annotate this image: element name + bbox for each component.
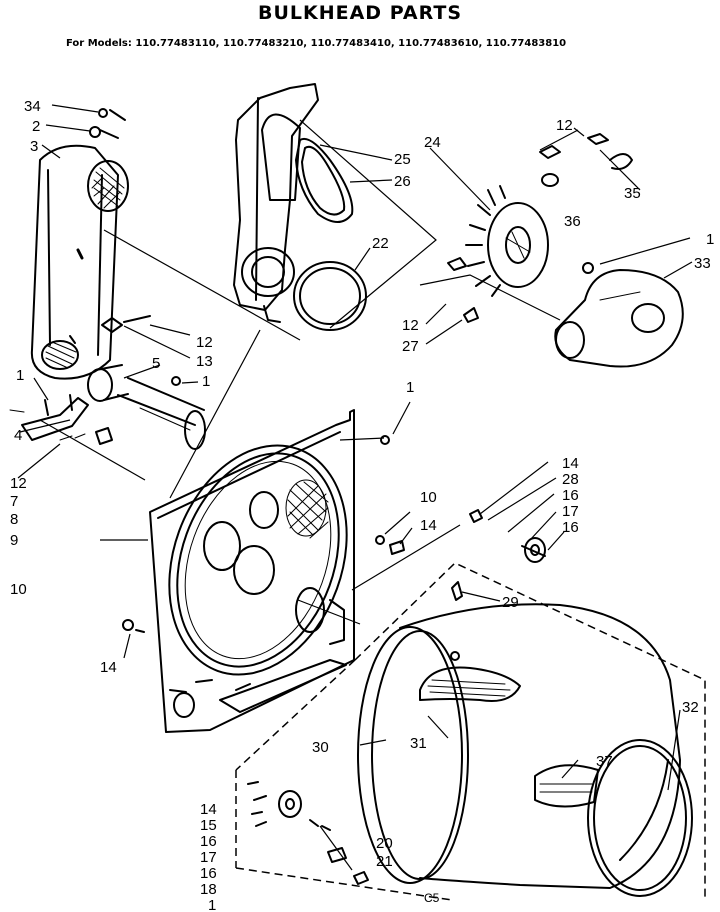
blower-hardware — [447, 133, 633, 323]
blower-wheel-24 — [465, 185, 549, 297]
blower-housing-33 — [554, 269, 684, 368]
callout-10-left: 10 — [10, 581, 27, 598]
callout-12-left: 12 — [196, 334, 213, 351]
callout-26: 26 — [394, 173, 411, 190]
bulkhead-fasteners — [122, 435, 546, 661]
callout-16-bottom: 16 — [200, 833, 217, 850]
callout-12-top: 12 — [556, 117, 573, 134]
bulkhead-panel — [149, 409, 355, 733]
callout-32: 32 — [682, 699, 699, 716]
callout-9: 9 — [10, 532, 18, 549]
callout-16-upper: 16 — [562, 487, 579, 504]
callout-28: 28 — [562, 471, 579, 488]
diagram-code: C5 — [424, 891, 440, 905]
diagram-title: BULKHEAD PARTS — [257, 2, 463, 24]
callout-25: 25 — [394, 151, 411, 168]
callout-17-bottom: 17 — [200, 849, 217, 866]
callout-14-right: 14 — [420, 517, 437, 534]
callout-36: 36 — [564, 213, 581, 230]
drum-baffle-31 — [419, 666, 521, 702]
drum-baffle-37 — [534, 764, 599, 808]
exhaust-pipe — [87, 364, 206, 450]
callout-29: 29 — [502, 594, 519, 611]
callout-10-right: 10 — [420, 489, 437, 506]
callout-13: 13 — [196, 353, 213, 370]
callout-12-mid: 12 — [402, 317, 419, 334]
callout-15: 15 — [200, 817, 217, 834]
drum-enclosure-outline — [235, 562, 706, 901]
callout-27: 27 — [402, 338, 419, 355]
callout-16-bottom-2: 16 — [200, 865, 217, 882]
callout-30: 30 — [312, 739, 329, 756]
callout-20: 20 — [376, 835, 393, 852]
drum-30 — [357, 603, 693, 897]
callout-1-left: 1 — [202, 373, 210, 390]
callout-12-bottom-left: 12 — [10, 475, 27, 492]
callout-5: 5 — [152, 355, 160, 372]
seal-ring-22 — [293, 261, 367, 331]
callout-1-bottom: 1 — [208, 897, 216, 912]
callout-8: 8 — [10, 511, 18, 528]
callout-4: 4 — [14, 427, 22, 444]
callout-14-left: 14 — [100, 659, 117, 676]
callout-37: 37 — [596, 753, 613, 770]
screw-34 — [98, 108, 126, 121]
callout-17-upper: 17 — [562, 503, 579, 520]
air-duct-part — [30, 144, 129, 380]
fastener-12-13 — [59, 315, 181, 445]
callout-34: 34 — [24, 98, 41, 115]
callout-1-bulkhead: 1 — [406, 379, 414, 396]
callout-31: 31 — [410, 735, 427, 752]
callout-2: 2 — [32, 118, 40, 135]
duct-bracket-4 — [9, 394, 89, 441]
drum-roller-assembly — [247, 781, 369, 885]
duct-grille-bottom — [45, 341, 77, 369]
callout-labels: 34 2 3 24 25 26 22 12 35 36 1 33 12 27 1… — [10, 98, 714, 912]
callout-33: 33 — [694, 255, 711, 272]
callout-14-bottom: 14 — [200, 801, 217, 818]
callout-7: 7 — [10, 493, 18, 510]
clip-2 — [89, 126, 119, 139]
callout-3: 3 — [30, 138, 38, 155]
callout-21: 21 — [376, 853, 393, 870]
callout-35: 35 — [624, 185, 641, 202]
duct-grille-top — [91, 167, 125, 209]
callout-24: 24 — [424, 134, 441, 151]
callout-1-top-right: 1 — [706, 231, 714, 248]
callout-14-upper: 14 — [562, 455, 579, 472]
callout-1-far-left: 1 — [16, 367, 24, 384]
rear-duct-panel — [233, 83, 319, 323]
callout-18: 18 — [200, 881, 217, 898]
leader-lines — [17, 104, 693, 871]
seal-ring-26 — [295, 138, 354, 223]
callout-22: 22 — [372, 235, 389, 252]
lint-screen-grille — [285, 479, 329, 539]
model-list: For Models: 110.77483110, 110.77483210, … — [66, 38, 567, 49]
callout-16-upper-2: 16 — [562, 519, 579, 536]
